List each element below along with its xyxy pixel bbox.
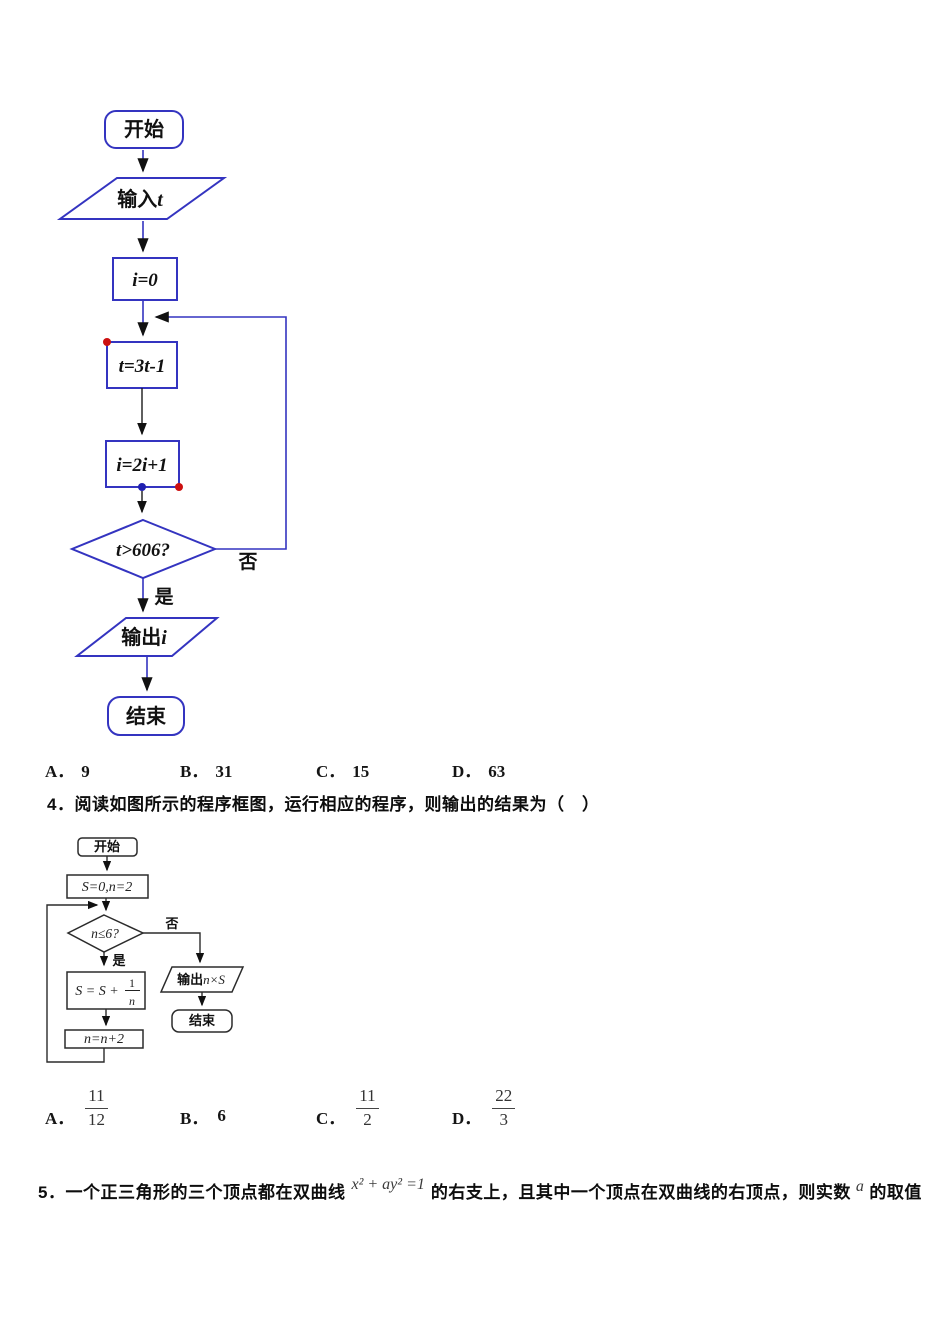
q4-init-node: [66, 874, 149, 899]
option-letter: C．: [316, 1108, 346, 1128]
option-value: 63: [488, 762, 506, 781]
q5-question-text: 5．一个正三角形的三个顶点都在双曲线 x² + ay² =1 的右支上，且其中一个顶…: [38, 1176, 938, 1203]
q4-options-row: A． 11 12 B． 6 C． 11 2 D． 22 3: [0, 1080, 950, 1136]
q5-hyperbola-formula: x² + ay² =1: [351, 1176, 425, 1193]
option-value: 15: [352, 762, 370, 781]
q3-decision-label: t>606?: [116, 540, 170, 561]
fraction-denominator: 12: [87, 1109, 105, 1129]
fraction: 11 12: [85, 1086, 108, 1129]
q3-flowchart: 开始 输入t i=0 t=3t-1 i=2i+1 t>606? 否 是: [56, 110, 287, 736]
fraction-numerator: 22: [492, 1086, 516, 1109]
q4-loop-body-prefix: S = S +: [75, 984, 118, 999]
q5-prefix: 一个正三角形的三个顶点都在双曲线: [65, 1183, 346, 1202]
q3-option-b: B． 31: [180, 757, 232, 782]
q4-output-node: [159, 966, 245, 993]
q4-start-label: 开始: [94, 839, 120, 854]
q4-loop-back-path: [46, 900, 105, 1063]
option-letter: B．: [180, 1108, 209, 1128]
q3-start-label: 开始: [124, 117, 164, 141]
q3-option-d: D． 63: [452, 757, 505, 782]
fraction-numerator: 11: [85, 1086, 108, 1109]
q3-start-node: [104, 110, 184, 149]
q3-step2-label: i=2i+1: [116, 455, 167, 476]
q4-end-label: 结束: [189, 1013, 216, 1028]
q4-output-label: 输出n×S: [177, 972, 225, 987]
option-letter: C．: [316, 762, 346, 781]
q4-question-text: 4．阅读如图所示的程序框图，运行相应的程序，则输出的结果为（ ）: [47, 795, 600, 814]
q4-option-a: A． 11 12: [45, 1080, 108, 1136]
q3-red-dot-2: [175, 483, 183, 491]
q5-mid: 的右支上，且其中一个顶点在双曲线的右顶点，则实数: [430, 1183, 851, 1202]
q3-option-a: A． 9: [45, 757, 90, 782]
option-value: 31: [215, 762, 233, 781]
q3-output-node: [74, 617, 220, 657]
fraction-denominator: 3: [499, 1109, 509, 1129]
option-letter: D．: [452, 1108, 482, 1128]
q4-loop-body-frac-num: 1: [129, 976, 135, 990]
option-value: 9: [81, 762, 90, 781]
q5-number: 5．: [38, 1183, 66, 1202]
q3-red-dot-1: [103, 338, 111, 346]
q4-no-branch-path: [143, 932, 205, 964]
fraction: 22 3: [492, 1086, 516, 1129]
q3-init-label: i=0: [132, 270, 158, 291]
option-value: 6: [217, 1106, 226, 1125]
q4-option-d: D． 22 3: [452, 1080, 516, 1136]
q3-yes-label: 是: [154, 586, 173, 608]
q3-no-label: 否: [237, 552, 257, 573]
q3-output-label: 输出i: [121, 625, 167, 649]
fraction-numerator: 11: [356, 1086, 379, 1109]
q4-yes-label: 是: [111, 953, 126, 968]
q4-loop-body-frac-den: n: [129, 994, 135, 1008]
q4-option-b: B． 6: [180, 1080, 226, 1136]
q3-init-node: [112, 257, 178, 301]
option-letter: D．: [452, 762, 482, 781]
q3-step1-label: t=3t-1: [119, 356, 166, 377]
q3-input-label: 输入t: [117, 187, 164, 211]
q3-option-c: C． 15: [316, 757, 369, 782]
fraction-denominator: 2: [363, 1109, 372, 1129]
fraction: 11 2: [356, 1086, 379, 1129]
q4-increment-node: [64, 1029, 144, 1049]
q4-end-node: [171, 1009, 233, 1033]
q3-end-node: [107, 696, 185, 736]
q4-option-c: C． 11 2: [316, 1080, 379, 1136]
q5-suffix: 的取值: [869, 1183, 922, 1202]
q3-blue-dot: [138, 483, 146, 491]
q4-decision-label: n≤6?: [91, 926, 119, 941]
q4-init-label: S=0,n=2: [82, 880, 132, 895]
q4-increment-label: n=n+2: [84, 1032, 124, 1047]
q3-loop-back-path: [154, 311, 287, 550]
q3-end-label: 结束: [126, 704, 167, 728]
q3-options-row: A． 9 B． 31 C． 15 D． 63: [0, 757, 950, 781]
q5-variable-a: a: [855, 1178, 865, 1195]
option-letter: A．: [45, 762, 75, 781]
option-letter: B．: [180, 762, 209, 781]
q4-flowchart: 开始 S=0,n=2 n≤6? 否 是 S = S + 1 n n=n+2 输出…: [46, 837, 245, 1063]
option-letter: A．: [45, 1108, 75, 1128]
q4-no-label: 否: [164, 916, 178, 931]
q3-input-node: [56, 177, 228, 220]
